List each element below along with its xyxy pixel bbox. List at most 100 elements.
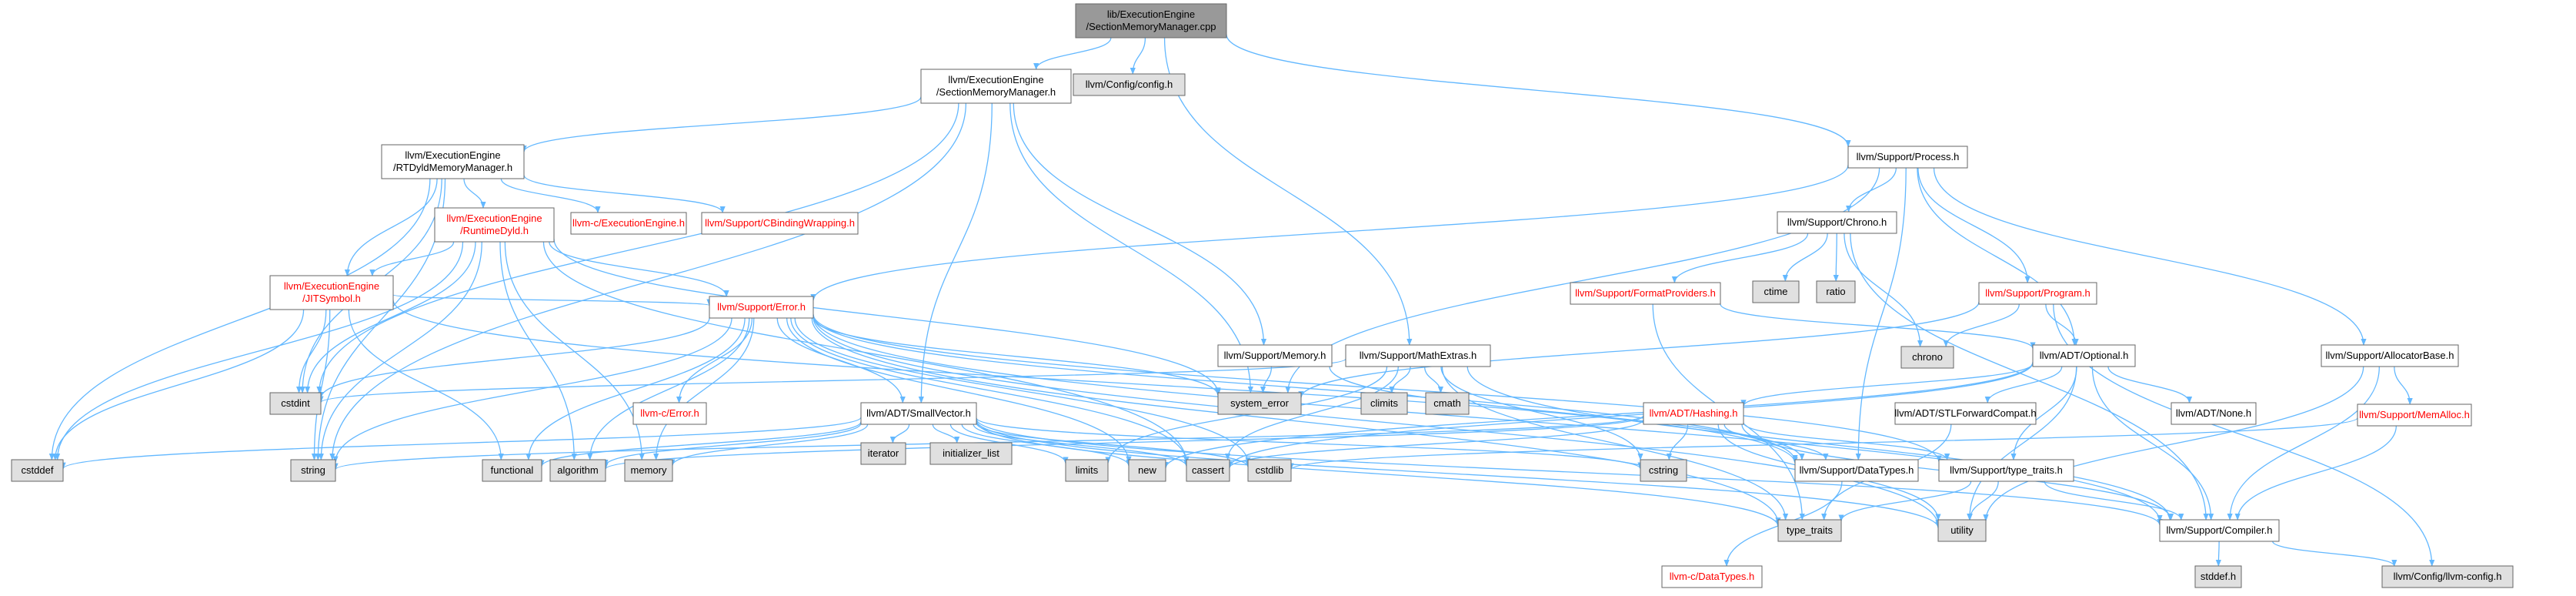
node-memory[interactable]: llvm/Support/Memory.h	[1217, 344, 1333, 367]
node-jitsymbol[interactable]: llvm/ExecutionEngine/JITSymbol.h	[269, 275, 394, 310]
node-c_datatypes[interactable]: llvm-c/DataTypes.h	[1661, 565, 1763, 588]
edge-mathextras-to-cassert	[1225, 366, 1399, 460]
edge-jitsymbol-to-functional	[348, 309, 504, 460]
node-llvmconfig[interactable]: llvm/Config/llvm-config.h	[2381, 565, 2514, 588]
node-cmath[interactable]: cmath	[1425, 392, 1470, 415]
node-system_error[interactable]: system_error	[1217, 392, 1302, 415]
edge-smallvector-to-algorithm	[602, 423, 862, 467]
node-functional[interactable]: functional	[482, 459, 542, 482]
edge-root-to-smm_h	[1033, 37, 1112, 70]
node-utility[interactable]: utility	[1937, 519, 1987, 542]
node-typetraits_h[interactable]: llvm/Support/type_traits.h	[1938, 459, 2074, 482]
node-typetraits[interactable]: type_traits	[1777, 519, 1842, 542]
node-allocbase[interactable]: llvm/Support/AllocatorBase.h	[2321, 344, 2459, 367]
node-cstddef[interactable]: cstddef	[11, 459, 64, 482]
node-smallvector[interactable]: llvm/ADT/SmallVector.h	[860, 402, 977, 425]
node-box	[1186, 459, 1230, 482]
node-ratio[interactable]: ratio	[1816, 280, 1856, 303]
node-label: functional	[491, 464, 534, 476]
node-compiler[interactable]: llvm/Support/Compiler.h	[2159, 519, 2280, 542]
node-new[interactable]: new	[1128, 459, 1166, 482]
node-chrono[interactable]: chrono	[1900, 346, 1954, 369]
node-box	[2381, 565, 2514, 588]
node-rtdyld_mm[interactable]: llvm/ExecutionEngine/RTDyldMemoryManager…	[381, 144, 525, 179]
node-c_error[interactable]: llvm-c/Error.h	[632, 402, 707, 425]
edge-smallvector-to-cstring	[976, 417, 1643, 470]
node-stlforward[interactable]: llvm/ADT/STLForwardCompat.h	[1894, 402, 2037, 425]
node-formatproviders[interactable]: llvm/Support/FormatProviders.h	[1570, 282, 1721, 305]
edge-formatproviders-to-optional	[1720, 303, 2036, 350]
node-stddef[interactable]: stddef.h	[2194, 565, 2242, 588]
node-box	[1777, 519, 1842, 542]
node-none_h[interactable]: llvm/ADT/None.h	[2171, 402, 2257, 425]
nodes-layer: lib/ExecutionEngine/SectionMemoryManager…	[11, 3, 2514, 588]
edge-mathextras-to-compiler	[1467, 366, 2173, 521]
node-program[interactable]: llvm/Support/Program.h	[1978, 282, 2097, 305]
node-limits[interactable]: limits	[1065, 459, 1109, 482]
node-smm_h[interactable]: llvm/ExecutionEngine/SectionMemoryManage…	[920, 69, 1072, 104]
node-config[interactable]: llvm/Config/config.h	[1073, 73, 1186, 96]
edge-rtdyld_mm-to-c_ee	[500, 178, 601, 213]
edge-allocbase-to-utility	[1983, 366, 2364, 522]
node-initlist[interactable]: initializer_list	[929, 442, 1013, 465]
node-box	[2032, 344, 2136, 367]
edge-memory-to-system_error	[1260, 366, 1273, 393]
edge-smallvector-to-iterator	[889, 424, 910, 444]
node-box	[2159, 519, 2280, 542]
node-algorithm[interactable]: algorithm	[549, 459, 606, 482]
edge-runtimedyld-to-system_error	[553, 239, 1221, 395]
node-box	[860, 402, 977, 425]
edge-program-to-optional	[2045, 303, 2079, 346]
edge-smallvector-to-cstddef	[60, 417, 862, 470]
node-label: /SectionMemoryManager.h	[936, 86, 1056, 98]
node-optional[interactable]: llvm/ADT/Optional.h	[2032, 344, 2136, 367]
node-climits[interactable]: climits	[1360, 392, 1408, 415]
node-ctime[interactable]: ctime	[1752, 280, 1800, 303]
node-cstdint[interactable]: cstdint	[269, 392, 322, 415]
edge-root-to-mathextras	[1163, 37, 1413, 346]
node-cassert[interactable]: cassert	[1186, 459, 1230, 482]
edge-process-to-allocbase	[1933, 167, 2367, 346]
node-datatypes[interactable]: llvm/Support/DataTypes.h	[1794, 459, 1919, 482]
node-c_ee[interactable]: llvm-c/ExecutionEngine.h	[570, 212, 687, 235]
node-box	[2194, 565, 2242, 588]
edge-chrono_h-to-ctime	[1782, 233, 1828, 282]
edge-runtimedyld-to-algorithm	[499, 241, 577, 460]
node-memory_std[interactable]: memory	[624, 459, 673, 482]
edge-memalloc-to-cstdlib	[1288, 417, 2358, 470]
node-memalloc[interactable]: llvm/Support/MemAlloc.h	[2357, 403, 2472, 427]
edge-runtimedyld-to-cstdint	[304, 241, 476, 393]
node-label: llvm/ExecutionEngine	[405, 149, 500, 161]
node-cstring[interactable]: cstring	[1640, 459, 1687, 482]
node-mathextras[interactable]: llvm/Support/MathExtras.h	[1345, 344, 1491, 367]
node-runtimedyld[interactable]: llvm/ExecutionEngine/RuntimeDyld.h	[434, 207, 555, 243]
node-label: llvm/Support/Compiler.h	[2167, 524, 2273, 536]
node-box	[860, 442, 906, 465]
node-hashing[interactable]: llvm/ADT/Hashing.h	[1643, 402, 1744, 425]
node-box	[1640, 459, 1687, 482]
node-chrono_h[interactable]: llvm/Support/Chrono.h	[1777, 211, 1897, 234]
edge-root-to-config	[1130, 37, 1146, 75]
edge-memalloc-to-compiler	[2234, 425, 2397, 521]
node-error[interactable]: llvm/Support/Error.h	[709, 296, 814, 319]
node-iterator[interactable]: iterator	[860, 442, 906, 465]
node-cstdlib[interactable]: cstdlib	[1247, 459, 1292, 482]
edge-chrono_h-to-ratio	[1833, 233, 1839, 282]
node-box	[1847, 146, 1968, 169]
node-box	[709, 296, 814, 319]
node-label: llvm/Config/llvm-config.h	[2394, 571, 2502, 582]
node-cbinding[interactable]: llvm/Support/CBindingWrapping.h	[701, 212, 859, 235]
edge-program-to-system_error	[1298, 301, 1980, 399]
edge-error-to-typetraits	[811, 317, 1781, 525]
node-label: cmath	[1433, 397, 1460, 409]
node-string[interactable]: string	[290, 459, 336, 482]
node-box	[1217, 344, 1333, 367]
node-label: /RuntimeDyld.h	[460, 225, 529, 236]
edge-optional-to-typetraits_h	[2010, 366, 2077, 460]
edge-error-to-cstdint	[318, 317, 710, 400]
node-label: llvm/Support/MemAlloc.h	[2359, 409, 2470, 420]
node-box	[1128, 459, 1166, 482]
node-process[interactable]: llvm/Support/Process.h	[1847, 146, 1968, 169]
edge-process-to-error	[810, 165, 1849, 302]
edge-optional-to-cassert	[1226, 362, 2034, 469]
